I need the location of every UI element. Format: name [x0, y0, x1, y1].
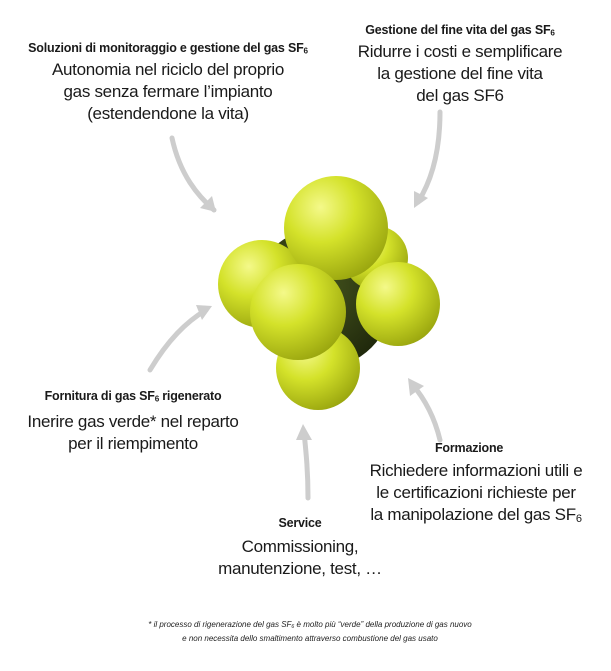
service-section: Service Commissioning, manutenzione, tes… [180, 515, 420, 580]
training-description: Richiedere informazioni utili e le certi… [369, 461, 583, 525]
service-description: Commissioning, manutenzione, test, … [218, 537, 382, 578]
monitoring-title: Soluzioni di monitoraggio e gestione del… [28, 41, 308, 56]
curved-arrow-icon [147, 305, 212, 373]
supply-title: Fornitura di gas SF6 rigenerato [44, 389, 222, 404]
end-of-life-description: Ridurre i costi e semplificare la gestio… [357, 42, 563, 106]
footnote: * il processo di rigenerazione del gas S… [148, 620, 472, 643]
sf6-molecule-icon [218, 176, 440, 410]
curved-arrow-icon [169, 135, 217, 213]
curved-arrow-icon [296, 424, 312, 501]
training-section: Formazione Richiedere informazioni utili… [350, 440, 602, 530]
curved-arrow-icon [414, 109, 443, 208]
service-title: Service [278, 516, 322, 530]
curved-arrow-icon [408, 378, 443, 443]
training-title: Formazione [435, 441, 504, 455]
supply-description: Inerire gas verde* nel reparto per il ri… [27, 412, 239, 454]
end-of-life-title: Gestione del fine vita del gas SF6 [365, 23, 555, 38]
supply-section: Fornitura di gas SF6 rigenerato Inerire … [8, 388, 258, 455]
end-of-life-section: Gestione del fine vita del gas SF6 Ridur… [340, 22, 580, 107]
monitoring-section: Soluzioni di monitoraggio e gestione del… [18, 40, 318, 125]
monitoring-description: Autonomia nel riciclo del proprio gas se… [51, 60, 284, 124]
